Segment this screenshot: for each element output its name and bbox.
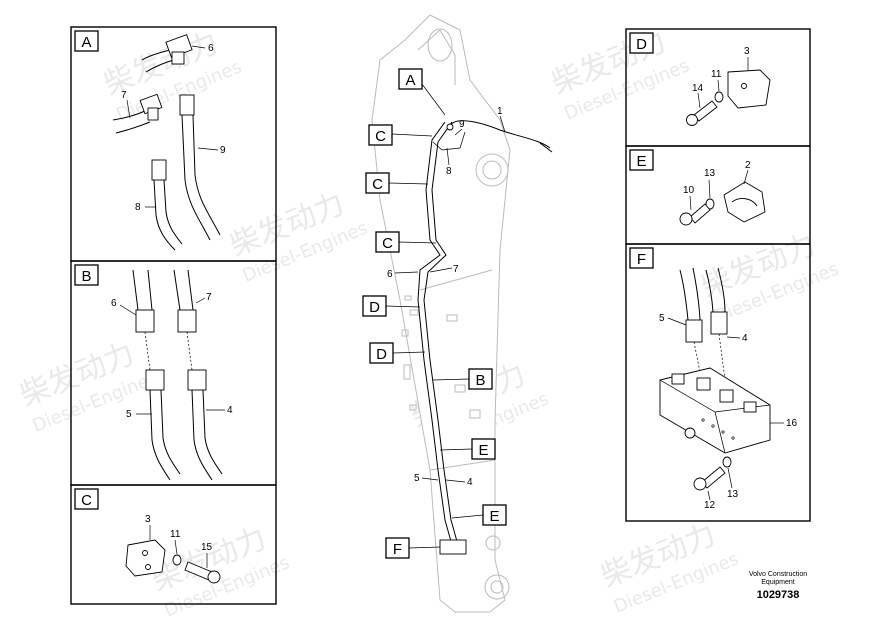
washer — [172, 554, 182, 566]
port-plug — [743, 401, 757, 413]
panel-tag-c-label: C — [81, 492, 92, 509]
port-plug — [671, 373, 685, 385]
bolt-head — [686, 114, 698, 126]
callout-2: 2 — [745, 160, 751, 171]
callout-5: 5 — [414, 473, 420, 484]
main-tag-a-label: A — [405, 72, 415, 89]
hose-nut — [685, 319, 703, 343]
callout-7: 7 — [453, 264, 459, 275]
hose-nut — [710, 311, 728, 335]
manifold-block — [439, 539, 467, 555]
footer-company: Volvo Construction — [749, 571, 807, 578]
callout-14: 14 — [692, 83, 704, 94]
main-tag-c-label: C — [382, 235, 393, 252]
bolt-head — [207, 570, 221, 584]
main-tag-d-label: D — [369, 299, 380, 316]
panel-tag-b-label: B — [81, 268, 91, 285]
callout-5: 5 — [659, 313, 665, 324]
port-fitting — [696, 377, 711, 391]
callout-3: 3 — [145, 514, 151, 525]
main-tag-c-label: C — [375, 128, 386, 145]
callout-6: 6 — [387, 269, 393, 280]
panel-c: C 3 11 15 — [70, 484, 277, 605]
main-view-callouts: 1 9 8 6 7 5 4 — [387, 106, 506, 488]
panel-tag-d-label: D — [636, 36, 647, 53]
callout-5: 5 — [126, 409, 132, 420]
callout-15: 15 — [201, 542, 213, 553]
port-plug — [684, 427, 696, 439]
callout-7: 7 — [206, 292, 212, 303]
washer — [714, 91, 724, 103]
hose-nut — [179, 94, 195, 116]
callout-9: 9 — [220, 145, 226, 156]
main-tag-d-label: D — [376, 346, 387, 363]
panel-tag-a-label: A — [81, 34, 91, 51]
panel-tag-d — [629, 32, 654, 54]
callout-11: 11 — [170, 529, 181, 540]
footer-company-sub: Equipment — [761, 579, 795, 586]
callout-8: 8 — [446, 166, 452, 177]
hose-nut — [145, 369, 165, 391]
main-tag-e-label: E — [478, 442, 488, 459]
callout-1: 1 — [497, 106, 503, 117]
main-tag-e-label: E — [489, 508, 499, 525]
callout-4: 4 — [467, 477, 473, 488]
main-view-tags: A C C C D D B E E F — [362, 68, 507, 559]
main-tag-c-label: C — [372, 176, 383, 193]
panel-tag-c — [74, 488, 99, 510]
washer — [722, 456, 732, 468]
panel-tag-a — [74, 30, 99, 52]
panel-tag-f — [629, 247, 654, 269]
panel-e: E 2 13 10 — [625, 145, 811, 245]
callout-13: 13 — [727, 489, 739, 500]
callout-3: 3 — [744, 46, 750, 57]
panel-a: A 6 7 9 8 — [70, 26, 277, 262]
main-tag-c — [368, 124, 393, 146]
elbow-fitting — [147, 107, 159, 121]
document-number: 1029738 — [757, 589, 800, 601]
callout-7: 7 — [121, 90, 127, 101]
main-tag-b-label: B — [475, 372, 485, 389]
document-footer: Volvo Construction Equipment 1029738 — [749, 571, 807, 601]
elbow-fitting — [171, 51, 185, 65]
boom-assembly — [371, 14, 553, 613]
hose-nut — [187, 369, 207, 391]
manifold-block — [659, 367, 771, 454]
clamp-bracket — [125, 539, 166, 577]
callout-8: 8 — [135, 202, 141, 213]
callout-13: 13 — [704, 168, 716, 179]
hose-nut — [135, 309, 155, 333]
bolt-head — [693, 477, 707, 491]
bolt — [689, 203, 711, 224]
callout-12: 12 — [704, 500, 716, 511]
main-tag-f-label: F — [393, 541, 402, 558]
hose-nut — [151, 159, 167, 181]
callout-4: 4 — [227, 405, 233, 416]
hose-nut — [177, 309, 197, 333]
callout-9: 9 — [459, 119, 465, 130]
callout-16: 16 — [786, 418, 798, 429]
clamp-bracket — [727, 69, 771, 109]
callout-4: 4 — [742, 333, 748, 344]
panel-tag-f-label: F — [637, 251, 646, 268]
callout-11: 11 — [711, 69, 722, 80]
main-tag-a — [398, 68, 423, 90]
washer — [705, 198, 715, 210]
panel-tag-e-label: E — [636, 153, 646, 170]
panel-f: F 5 4 16 13 12 — [625, 243, 811, 522]
callout-10: 10 — [683, 185, 695, 196]
panel-tag-e — [629, 149, 654, 171]
panel-d: D 3 11 14 — [625, 28, 811, 147]
panel-tag-b — [74, 264, 99, 286]
port-fitting — [719, 389, 734, 403]
callout-6: 6 — [111, 298, 117, 309]
bolt-head — [679, 212, 693, 226]
callout-6: 6 — [208, 43, 214, 54]
